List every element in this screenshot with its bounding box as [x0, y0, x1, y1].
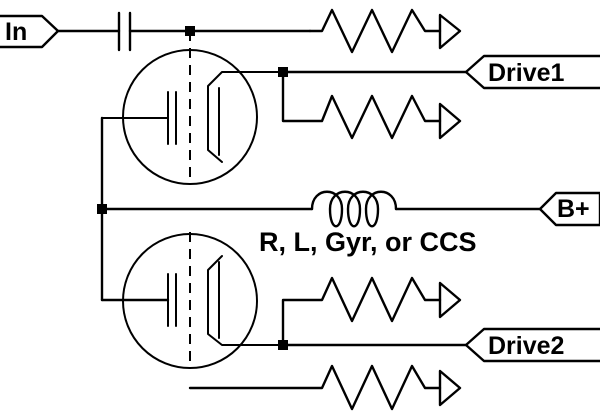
upper-tube	[101, 31, 284, 185]
input-port: In	[0, 14, 60, 49]
grid-resistor-bottom	[188, 364, 462, 411]
input-coupling-capacitor	[56, 11, 312, 52]
drive1-output: Drive1	[281, 54, 600, 90]
load-options-note: R, L, Gyr, or CCS	[259, 227, 477, 257]
cathode-junction	[97, 204, 107, 214]
input-port-label: In	[5, 18, 27, 46]
lower-load-resistor	[281, 276, 462, 347]
drive2-output: Drive2	[281, 327, 600, 363]
supply-port: B+	[538, 191, 600, 227]
inductor-load	[310, 190, 542, 228]
lower-tube	[122, 232, 284, 369]
drive2-label: Drive2	[488, 332, 564, 360]
drive2-junction	[278, 340, 288, 350]
drive1-label: Drive1	[488, 59, 565, 87]
input-junction	[185, 26, 195, 36]
supply-label: B+	[557, 195, 590, 223]
upper-load-resistor	[281, 70, 462, 140]
drive1-junction	[278, 67, 288, 77]
grid-resistor-top	[308, 8, 462, 54]
